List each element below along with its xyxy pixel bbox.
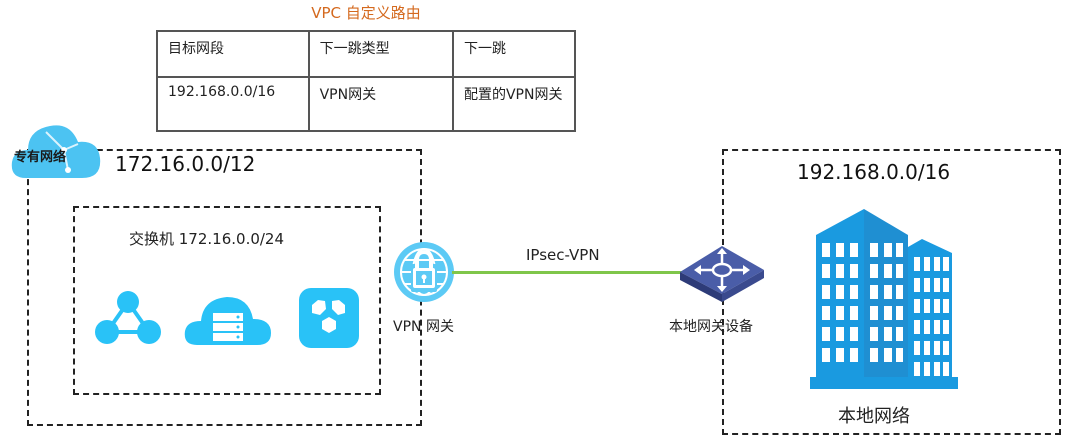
building-window [884,348,892,362]
building-window [943,278,949,292]
building-window [822,348,830,362]
building-window [896,306,903,320]
header-next-hop: 下一跳 [451,30,577,78]
building-window [836,264,844,278]
building-window [896,348,903,362]
building-window [914,257,920,271]
building-window [850,243,858,257]
vswitch-boundary [73,206,381,395]
building-window [924,278,930,292]
building-window [870,306,878,320]
vpn-gateway-label: VPN 网关 [393,319,454,335]
building-window [822,327,830,341]
building-window [943,341,949,355]
building-window [836,306,844,320]
building-window [884,264,892,278]
building-window [924,299,930,313]
building-window [822,306,830,320]
ipsec-vpn-link [452,271,682,274]
cloud-icon [11,125,101,178]
building-window [850,285,858,299]
building-window [934,362,940,376]
building-window [943,320,949,334]
building-window [836,243,844,257]
building-window [822,264,830,278]
header-next-hop-type: 下一跳类型 [307,30,454,78]
building-window [934,278,940,292]
cell-next-hop: 配置的VPN网关 [451,76,577,132]
vswitch-label: 交换机 172.16.0.0/24 [129,230,285,248]
building-icon [810,209,958,399]
building-window [914,341,920,355]
vpc-badge: 专有网络 [8,112,108,184]
cloud-server-icon [183,293,273,353]
building-window [850,306,858,320]
route-table-header-row: 目标网段 下一跳类型 下一跳 [156,30,577,78]
building-window [934,257,940,271]
building-window [870,264,878,278]
building-window [914,299,920,313]
building-window [924,362,930,376]
building-window [896,327,903,341]
building-window [934,299,940,313]
building-window [870,243,878,257]
building-window [896,285,903,299]
cell-next-hop-type: VPN网关 [307,76,454,132]
building-window [934,320,940,334]
building-window [943,362,949,376]
local-network-label: 本地网络 [838,406,910,427]
building-window [850,327,858,341]
building-window [914,278,920,292]
local-gateway-label: 本地网关设备 [669,319,753,335]
building-window [836,327,844,341]
vpc-badge-label: 专有网络 [14,150,67,165]
container-service-icon [298,287,360,353]
cell-destination: 192.168.0.0/16 [156,76,310,132]
building-window [884,327,892,341]
building-window [822,243,830,257]
building-window [943,257,949,271]
building-window [914,320,920,334]
local-network-cidr: 192.168.0.0/16 [797,160,951,184]
building-window [924,320,930,334]
vpc-cidr: 172.16.0.0/12 [115,152,256,176]
building-window [870,348,878,362]
building-window [870,285,878,299]
building-window [896,264,903,278]
building-window [822,285,830,299]
building-window [850,348,858,362]
building-window [924,341,930,355]
ipsec-vpn-label: IPsec-VPN [526,246,600,264]
building-window [943,299,949,313]
building-window [836,348,844,362]
route-table: 目标网段 下一跳类型 下一跳 192.168.0.0/16 VPN网关 配置的V… [156,30,577,132]
building-window [884,285,892,299]
vpn-gateway-icon[interactable] [390,238,458,310]
building-window [896,243,903,257]
building-window [870,327,878,341]
router-icon[interactable] [676,242,768,308]
table-row: 192.168.0.0/16 VPN网关 配置的VPN网关 [156,76,577,132]
header-destination: 目标网段 [156,30,310,78]
route-table-title: VPC 自定义路由 [311,4,421,22]
network-topology-icon [93,288,163,352]
building-window [914,362,920,376]
building-window [884,306,892,320]
building-window [850,264,858,278]
building-window [934,341,940,355]
building-window [884,243,892,257]
cell-next-hop-text: 配置的VPN网关 [463,87,563,103]
building-window [924,257,930,271]
building-window [836,285,844,299]
